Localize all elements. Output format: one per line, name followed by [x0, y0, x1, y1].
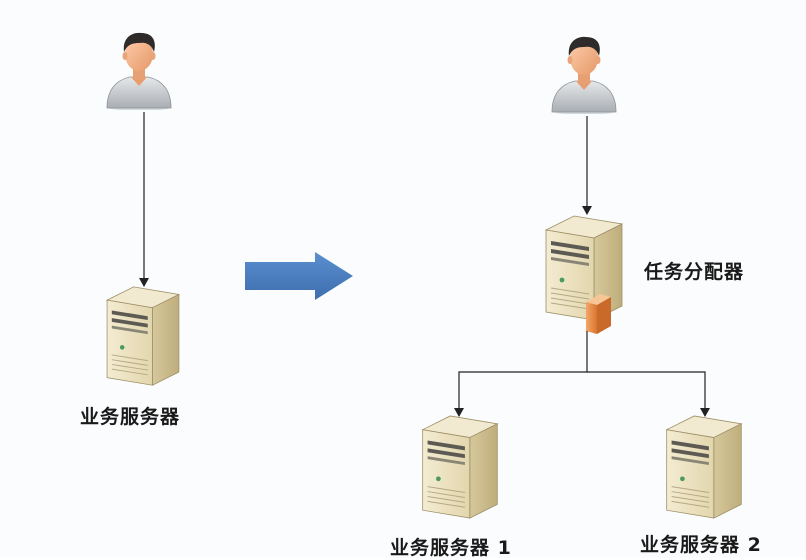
- server-icon: [106, 286, 180, 386]
- server-icon: [666, 415, 742, 519]
- left-server-label: 业务服务器: [80, 406, 181, 428]
- dispatcher-label: 任务分配器: [644, 261, 745, 283]
- user-icon: [551, 36, 617, 114]
- server-1-label: 业务服务器 1: [390, 537, 512, 559]
- dispatcher-server: [545, 215, 623, 334]
- arrow-right-icon: [245, 252, 353, 300]
- task-card-icon: [586, 302, 597, 334]
- user-icon: [106, 32, 172, 110]
- connector-to-server-2: [587, 371, 710, 417]
- server-2-label: 业务服务器 2: [640, 534, 762, 556]
- connector-to-server-1: [454, 331, 588, 417]
- server-icon: [422, 415, 498, 519]
